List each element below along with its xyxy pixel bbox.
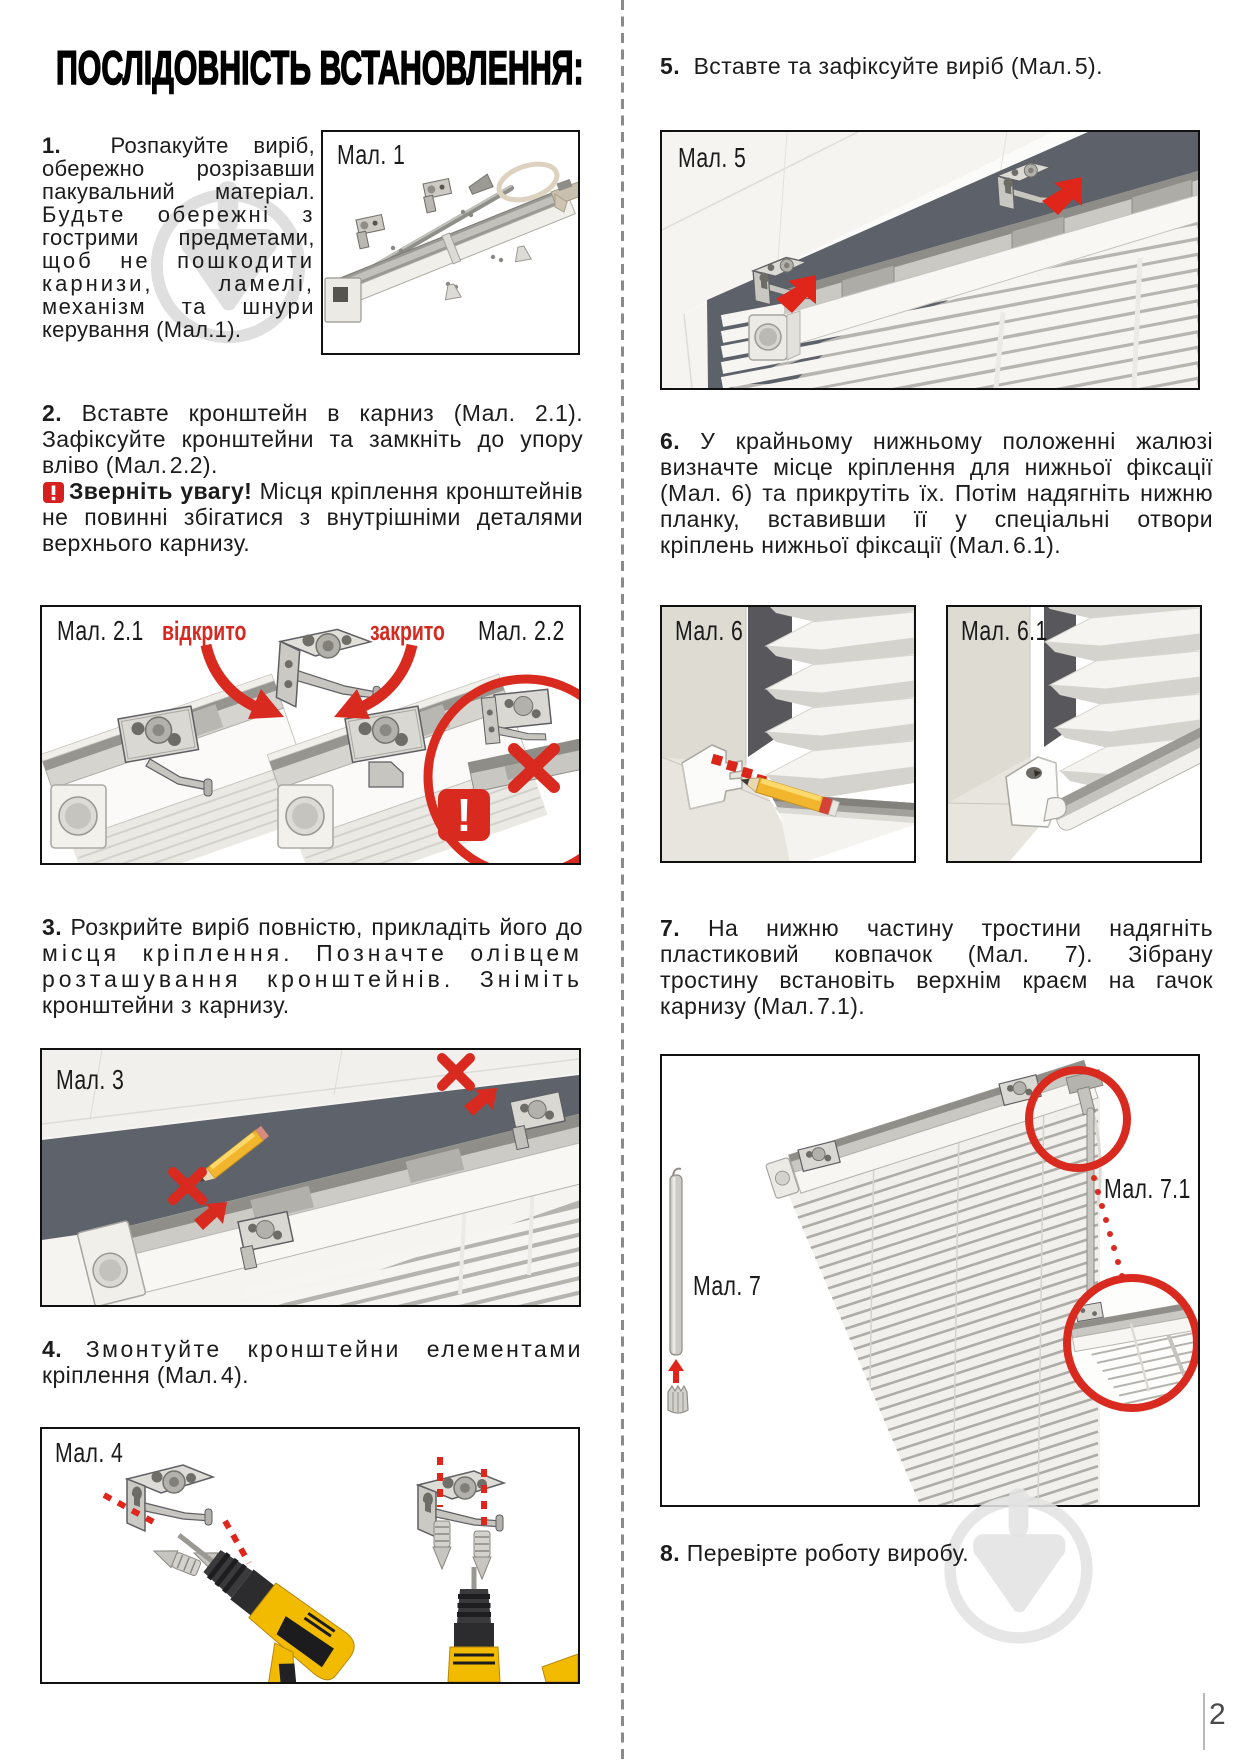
svg-text:!: ! [456,789,471,841]
